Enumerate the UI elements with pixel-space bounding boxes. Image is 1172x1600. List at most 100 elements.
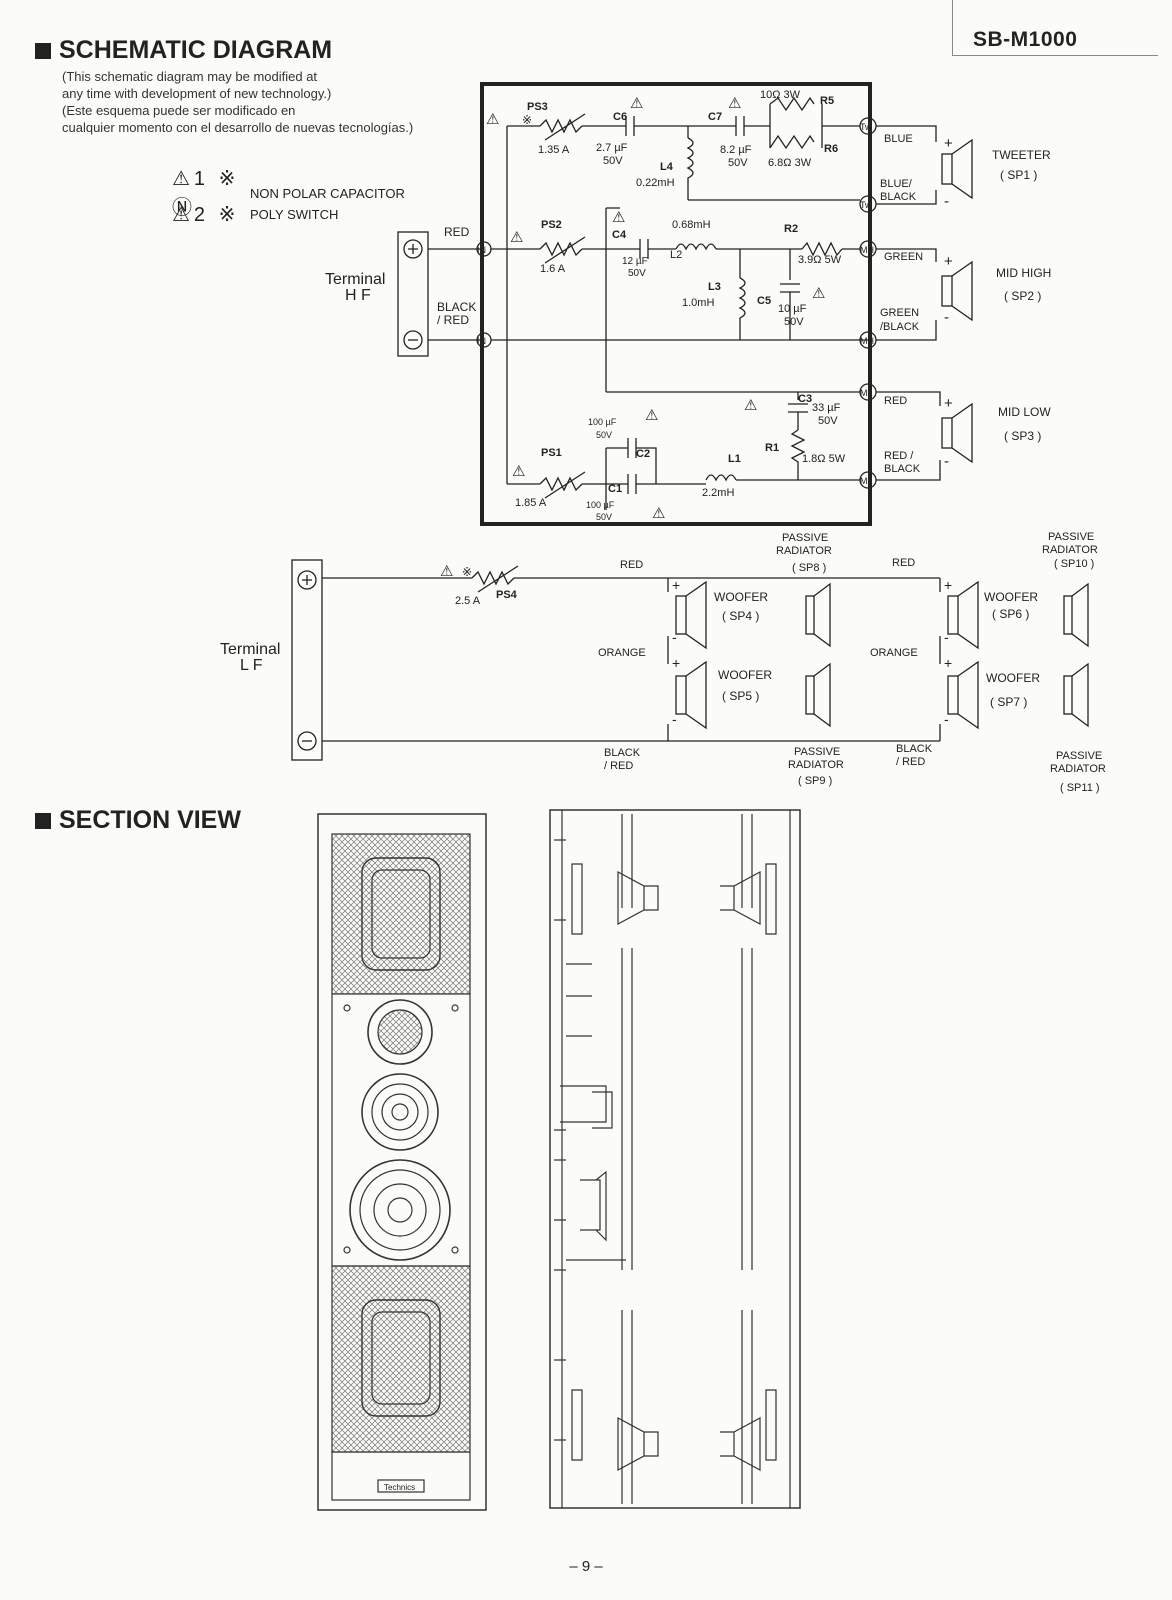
l2-name: L2 xyxy=(670,249,682,261)
r1-name: R1 xyxy=(765,442,779,454)
in-node-label: IN xyxy=(477,245,486,255)
radiator-sp9-l2: RADIATOR xyxy=(788,759,844,771)
c7-value: 8.2 µF xyxy=(720,144,752,156)
triangle-1-icon: ⚠ xyxy=(652,505,665,522)
c2-volt: 50V xyxy=(596,430,612,440)
c5-name: C5 xyxy=(757,295,771,307)
l1-value: 2.2mH xyxy=(702,487,734,499)
c3-capacitor xyxy=(788,403,808,413)
c6-capacitor xyxy=(625,116,635,136)
radiator-sp11-l1: PASSIVE xyxy=(1056,750,1102,762)
note-line: (Este esquema puede ser modificado en xyxy=(62,103,296,118)
l3-inductor xyxy=(738,277,746,340)
model-number: SB-M1000 xyxy=(973,28,1078,51)
lf-black-1a: BLACK xyxy=(604,747,641,759)
l2-value: 0.68mH xyxy=(672,219,711,231)
triangle-2-icon: ⚠ xyxy=(486,111,499,128)
mh-node-label: MH xyxy=(860,245,874,255)
ps4-value: 2.5 A xyxy=(455,595,481,607)
woofer-sp4-icon xyxy=(675,580,707,650)
radiator-sp10-id: ( SP10 ) xyxy=(1054,558,1094,570)
c2-value: 100 µF xyxy=(588,417,617,427)
woofer-sp4-label: WOOFER xyxy=(714,590,768,604)
radiator-sp10-l2: RADIATOR xyxy=(1042,544,1098,556)
minus-sign: - xyxy=(944,629,949,645)
c7-name: C7 xyxy=(708,111,722,123)
c2-name: C2 xyxy=(636,448,650,460)
plus-sign: + xyxy=(672,655,680,671)
l4-name: L4 xyxy=(660,161,674,173)
triangle-1-icon: ⚠ xyxy=(812,285,825,302)
c6-name: C6 xyxy=(613,111,627,123)
l3-value: 1.0mH xyxy=(682,297,714,309)
terminal-lf-title: Terminal xyxy=(220,641,280,658)
page-number: – 9 – xyxy=(569,1558,603,1575)
c1-capacitor xyxy=(627,474,637,494)
radiator-sp8-id: ( SP8 ) xyxy=(792,562,826,574)
mid-high-speaker-icon xyxy=(941,260,973,322)
lf-black-2a: BLACK xyxy=(896,743,933,755)
ps2-switch xyxy=(539,236,586,264)
plus-sign: + xyxy=(944,577,952,593)
ps4-switch xyxy=(471,565,519,593)
heading-bullet-icon xyxy=(35,812,51,829)
ml-node-label: ML xyxy=(860,388,873,398)
radiator-sp11-icon xyxy=(1063,662,1089,728)
ps3-value: 1.35 A xyxy=(538,144,570,156)
plus-sign: + xyxy=(944,655,952,671)
heading-bullet-icon xyxy=(35,42,51,59)
l1-name: L1 xyxy=(728,453,741,465)
woofer-sp6-icon xyxy=(947,580,979,650)
woofer-cutaway-lower-icon xyxy=(617,1416,761,1472)
radiator-sp8-l2: RADIATOR xyxy=(776,545,832,557)
triangle-1-icon: ⚠ xyxy=(744,397,757,414)
triangle-1-icon: ⚠ xyxy=(612,209,625,226)
r1-resistor xyxy=(790,429,806,480)
minus-sign: - xyxy=(672,711,677,727)
minus-sign: - xyxy=(672,629,677,645)
mid-high-id: ( SP2 ) xyxy=(1004,289,1041,303)
minus-sign: - xyxy=(944,453,949,470)
plus-sign: + xyxy=(672,577,680,593)
in-node-label: IN xyxy=(477,336,486,346)
woofer-sp5-id: ( SP5 ) xyxy=(722,689,759,703)
woofer-sp5-label: WOOFER xyxy=(718,668,772,682)
plus-sign: + xyxy=(944,253,953,270)
ps1-switch xyxy=(539,471,586,499)
lf-red-1: RED xyxy=(620,559,643,571)
l4-value: 0.22mH xyxy=(636,177,675,189)
r5-resistor xyxy=(769,96,815,112)
radiator-sp10-icon xyxy=(1063,582,1089,648)
tw-node-label: Tw xyxy=(860,200,872,210)
speaker-front-view: Technics xyxy=(317,813,487,1511)
mid-low-speaker-icon xyxy=(941,402,973,464)
r5-name: R5 xyxy=(820,95,834,107)
woofer-cutaway-icon xyxy=(617,870,761,926)
mid-low-id: ( SP3 ) xyxy=(1004,429,1041,443)
note-line: any time with development of new technol… xyxy=(62,86,332,101)
radiator-sp9-icon xyxy=(805,662,831,728)
terminal-hf-title: Terminal xyxy=(325,271,385,288)
plus-sign: + xyxy=(944,395,953,412)
c6-volt: 50V xyxy=(603,155,623,167)
section-title: SECTION VIEW xyxy=(59,806,241,834)
tw-pos-wire: BLUE xyxy=(884,133,913,145)
mh-neg-wire-1: GREEN xyxy=(880,307,919,319)
tweeter-label: TWEETER xyxy=(992,148,1051,162)
c4-volt: 50V xyxy=(628,268,646,279)
woofer-sp7-icon xyxy=(947,660,979,730)
asterisk-icon: ※ xyxy=(522,113,532,127)
note-line: (This schematic diagram may be modified … xyxy=(62,69,318,84)
radiator-sp11-id: ( SP11 ) xyxy=(1060,782,1100,794)
c4-name: C4 xyxy=(612,229,627,241)
hf-black-red-label: BLACK xyxy=(437,300,476,314)
mh-neg-wire-2: /BLACK xyxy=(880,321,920,333)
schematic-title: SCHEMATIC DIAGRAM xyxy=(59,36,333,64)
woofer-sp7-id: ( SP7 ) xyxy=(990,695,1027,709)
radiator-sp9-l1: PASSIVE xyxy=(794,746,840,758)
radiator-sp8-l1: PASSIVE xyxy=(782,532,828,544)
minus-sign: - xyxy=(944,309,949,326)
ps2-name: PS2 xyxy=(541,219,562,231)
legend-symbols: ⚠1 ※ Ⓝ xyxy=(172,168,240,219)
radiator-sp8-icon xyxy=(805,582,831,648)
